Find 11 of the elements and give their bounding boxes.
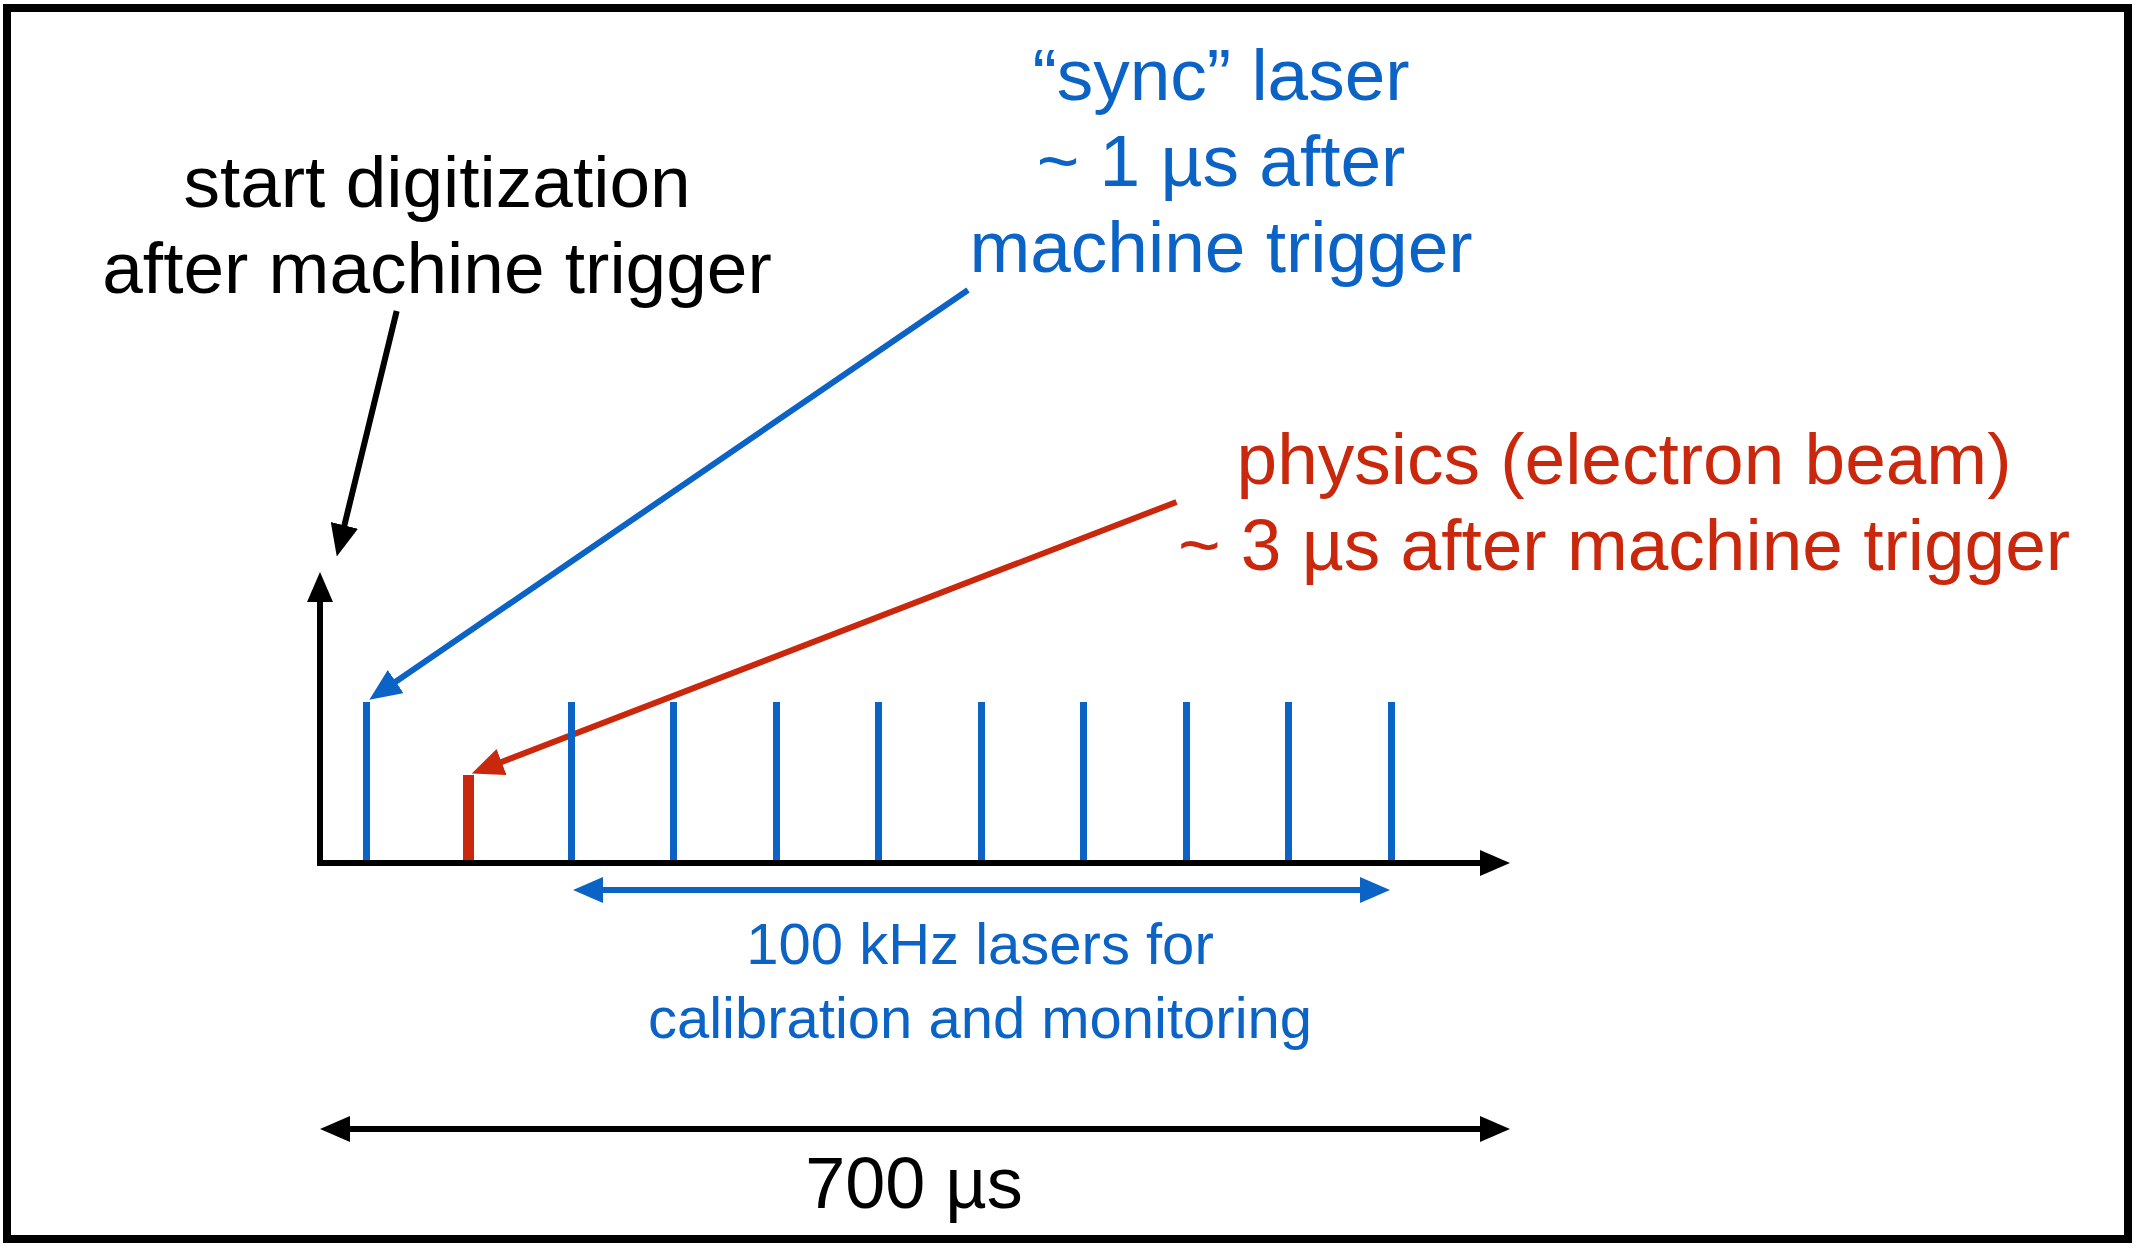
annotation-text: ~ 1 µs after machine trigger xyxy=(968,119,1474,289)
annotation-title: physics (electron beam) xyxy=(1235,417,2013,501)
annotation-text: start digitization after machine trigger xyxy=(101,139,773,311)
dimension-label: 700 µs xyxy=(804,1142,1024,1225)
arrow xyxy=(470,499,1178,777)
arrow xyxy=(367,287,970,703)
range-label: 100 kHz lasers for calibration and monitoring xyxy=(646,910,1314,1052)
annotation-text: ~ 3 µs after machine trigger xyxy=(1176,503,2072,587)
arrow xyxy=(330,310,400,558)
y-axis xyxy=(307,572,333,860)
annotation-title: “sync” laser xyxy=(1031,33,1411,117)
